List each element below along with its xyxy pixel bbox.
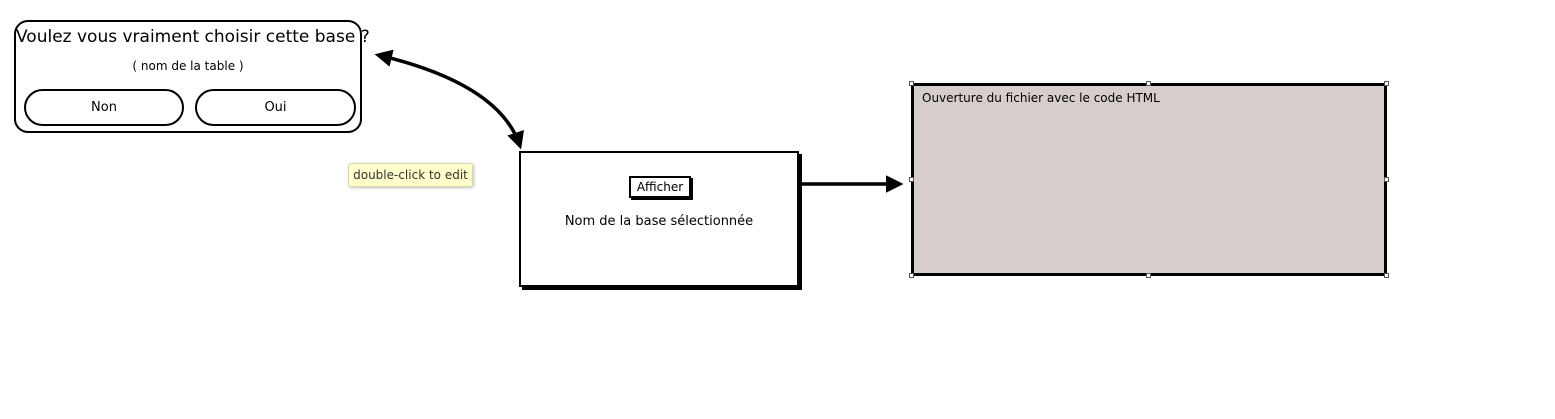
resize-handle-top-left[interactable] xyxy=(909,81,914,86)
textarea-content: Ouverture du fichier avec le code HTML xyxy=(922,91,1160,105)
html-code-textarea[interactable]: Ouverture du fichier avec le code HTML xyxy=(911,83,1387,276)
dialog-subtitle: ( nom de la table ) xyxy=(132,59,244,73)
oui-button[interactable]: Oui xyxy=(195,89,356,126)
dialog-title: Voulez vous vraiment choisir cette base … xyxy=(16,27,370,47)
afficher-button[interactable]: Afficher xyxy=(629,176,691,198)
edit-tooltip: double-click to edit xyxy=(348,163,473,187)
selection-window: Afficher Nom de la base sélectionnée xyxy=(519,151,799,287)
resize-handle-middle-right[interactable] xyxy=(1384,177,1389,182)
confirm-dialog: Voulez vous vraiment choisir cette base … xyxy=(14,20,370,133)
resize-handle-bottom-left[interactable] xyxy=(909,273,914,278)
non-button[interactable]: Non xyxy=(24,89,184,126)
resize-handle-bottom-right[interactable] xyxy=(1384,273,1389,278)
selected-base-label: Nom de la base sélectionnée xyxy=(564,214,754,229)
resize-handle-top-right[interactable] xyxy=(1384,81,1389,86)
resize-handle-top-center[interactable] xyxy=(1146,81,1151,86)
resize-handle-bottom-center[interactable] xyxy=(1146,273,1151,278)
resize-handle-middle-left[interactable] xyxy=(909,177,914,182)
dialog-to-window-arrow xyxy=(374,49,524,150)
